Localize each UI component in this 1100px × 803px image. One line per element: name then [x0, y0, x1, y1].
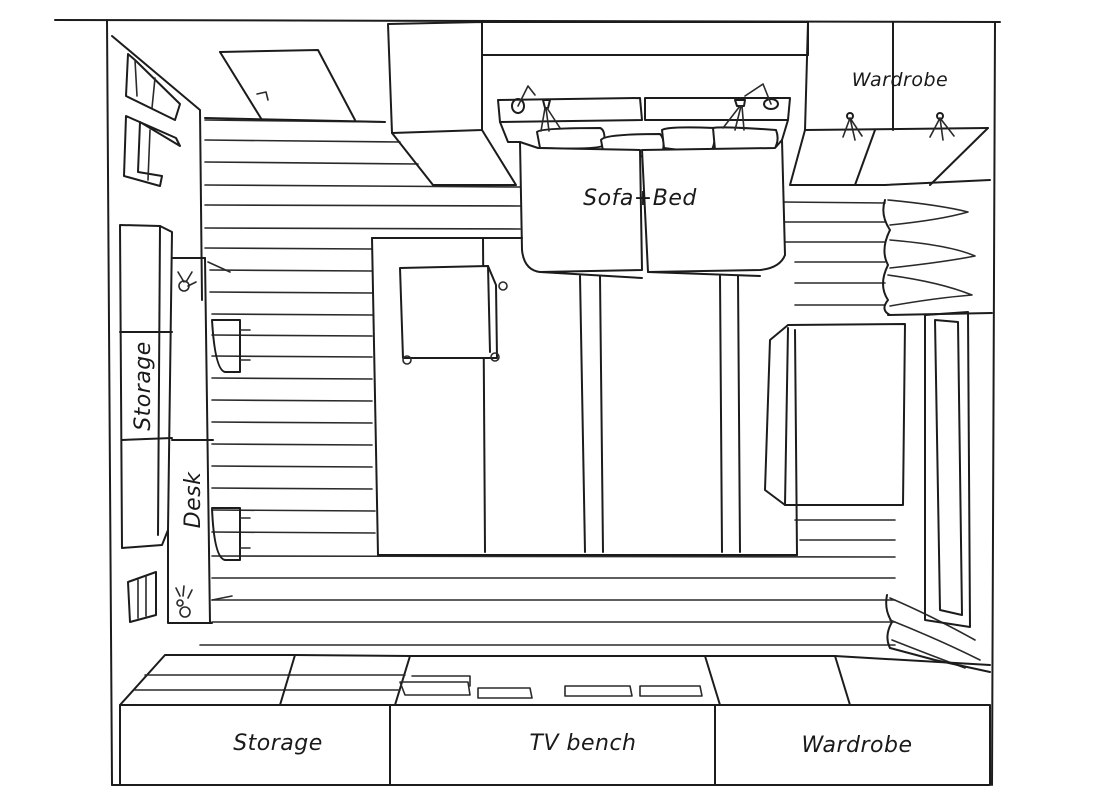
wall-lamp-right	[722, 83, 779, 131]
desk-lamp-bottom	[175, 585, 193, 618]
tv-bench-label: TV bench	[530, 731, 637, 756]
tall-cabinet	[387, 21, 517, 186]
sofa-bed	[481, 21, 809, 279]
wardrobe-bottom-label: Wardrobe	[801, 733, 912, 758]
tv-bench-trays	[399, 675, 703, 699]
desk-lamp-top	[177, 271, 197, 292]
stool	[399, 265, 508, 365]
desk-chair-2	[211, 507, 251, 561]
wardrobe-lamp-1	[842, 112, 863, 141]
side-cabinet-right	[764, 323, 906, 506]
door	[204, 49, 386, 123]
rug	[371, 237, 798, 556]
wardrobe-lamp-2	[929, 112, 955, 141]
storage-left-label: Storage	[131, 341, 156, 431]
wardrobe-top-label: Wardrobe	[852, 69, 948, 91]
window	[924, 311, 971, 628]
wall-lamp-left	[511, 85, 561, 132]
curtains	[882, 179, 993, 673]
wardrobe-top-right	[789, 21, 989, 186]
radiator	[127, 571, 157, 623]
bottom-units: Storage TV bench Wardrobe	[119, 654, 991, 786]
sofa-bed-label: Sofa+Bed	[583, 186, 697, 211]
storage-bottom-label: Storage	[233, 731, 323, 756]
desk-chair-1	[211, 319, 251, 373]
chairs	[111, 35, 203, 301]
desk: Desk	[127, 257, 251, 624]
floor-planks	[199, 119, 896, 646]
desk-label: Desk	[181, 471, 206, 528]
storage-left: Storage	[119, 224, 173, 549]
